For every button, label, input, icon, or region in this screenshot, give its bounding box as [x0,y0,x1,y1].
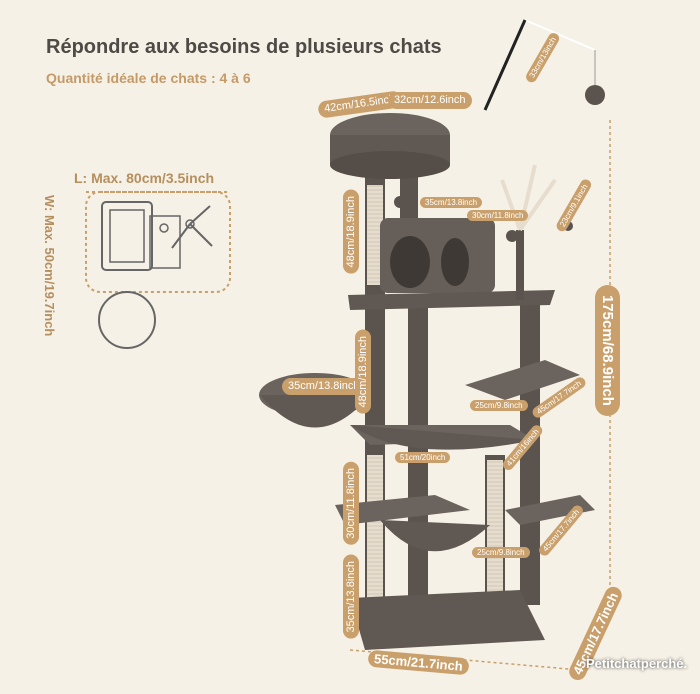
dim-hammock-width: 51cm/20inch [395,452,451,463]
footprint-width-label: W: Max. 50cm/19.7inch [42,195,57,337]
brand-logo: Petitchatperché. [586,656,687,671]
cat-tree-illustration [259,19,611,671]
dim-lower-post: 30cm/11.8inch [343,462,359,545]
dim-total-height: 175cm/68.9inch [595,285,620,416]
dim-bottom-post: 35cm/13.8inch [343,555,359,639]
dim-platform-width: 25cm/9.8inch [470,400,528,411]
footprint-length-label: L: Max. 80cm/3.5inch [74,170,215,186]
page-subtitle: Quantité idéale de chats : 4 à 6 [46,70,251,86]
footprint-diagram [85,191,231,349]
dim-basket: 35cm/13.8inch [282,378,366,395]
dim-top-bed-depth: 32cm/12.6inch [388,92,472,109]
dim-middle-post: 48cm/18.9inch [355,330,371,414]
brand-logo-part1: Petitchat [586,656,641,671]
dim-upper-post: 48cm/18.9inch [343,190,359,274]
dim-condo-height: 30cm/11.8inch [467,210,529,221]
dim-lower-platform-width: 25cm/9.8inch [472,547,530,558]
dim-condo-width: 35cm/13.8inch [420,197,483,208]
page-title: Répondre aux besoins de plusieurs chats [46,36,442,58]
brand-logo-part2: perché. [640,656,688,671]
